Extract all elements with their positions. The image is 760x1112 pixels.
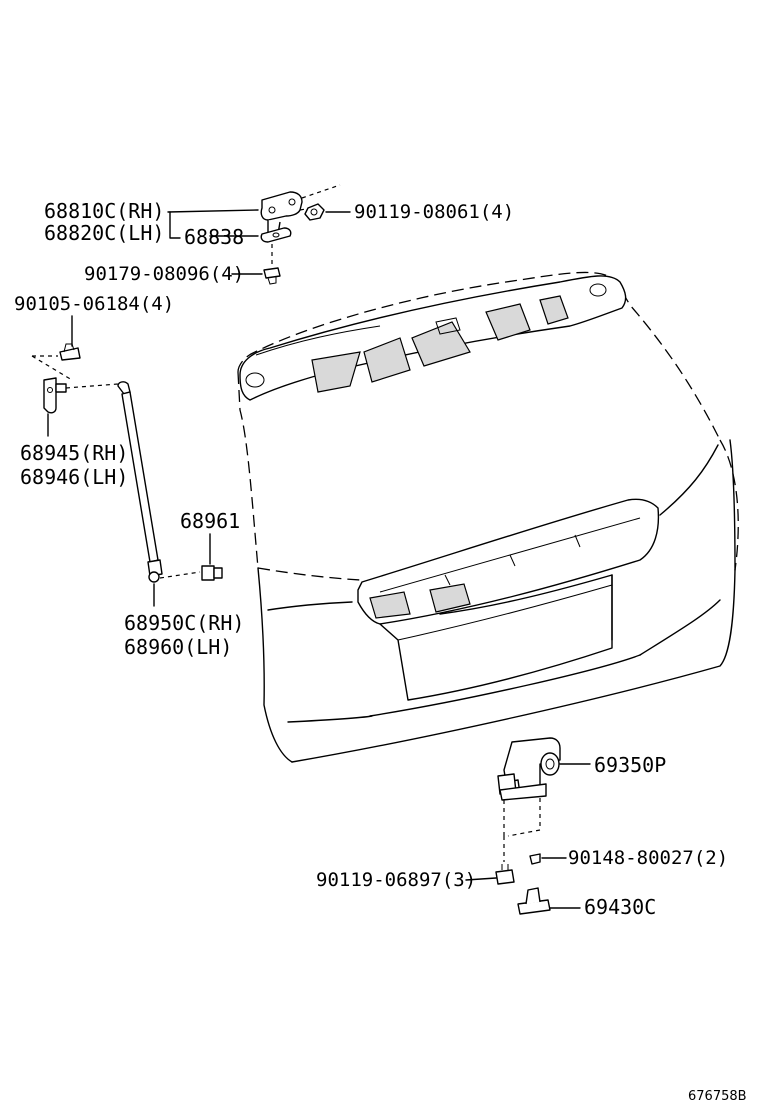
label-lock: 69350P bbox=[594, 753, 666, 777]
label-hinge-lh: 68820C(LH) bbox=[44, 221, 164, 245]
label-hinge-rh: 68810C(RH) bbox=[44, 199, 164, 223]
stay-damper-assembly bbox=[31, 315, 223, 607]
label-damper-rh: 68950C(RH) bbox=[124, 611, 244, 635]
label-stay-bolt: 90105-06184(4) bbox=[14, 293, 174, 315]
label-hinge-bolt: 90179-08096(4) bbox=[84, 263, 244, 285]
label-stay-rh: 68945(RH) bbox=[20, 441, 128, 465]
label-lock-bolt: 90119-06897(3) bbox=[316, 869, 476, 891]
label-hinge-nut: 90119-08061(4) bbox=[354, 201, 514, 223]
hinge-assembly bbox=[167, 184, 351, 285]
label-damper-lh: 68960(LH) bbox=[124, 635, 232, 659]
lock-assembly bbox=[465, 737, 591, 915]
figure-id: 676758B bbox=[688, 1089, 747, 1104]
label-stay-lh: 68946(LH) bbox=[20, 465, 128, 489]
label-hinge-shim: 68838 bbox=[184, 225, 244, 249]
label-striker: 69430C bbox=[584, 895, 656, 919]
back-door-panel bbox=[237, 271, 739, 763]
label-screw: 90148-80027(2) bbox=[568, 847, 728, 869]
label-stay-ball-stud: 68961 bbox=[180, 509, 240, 533]
